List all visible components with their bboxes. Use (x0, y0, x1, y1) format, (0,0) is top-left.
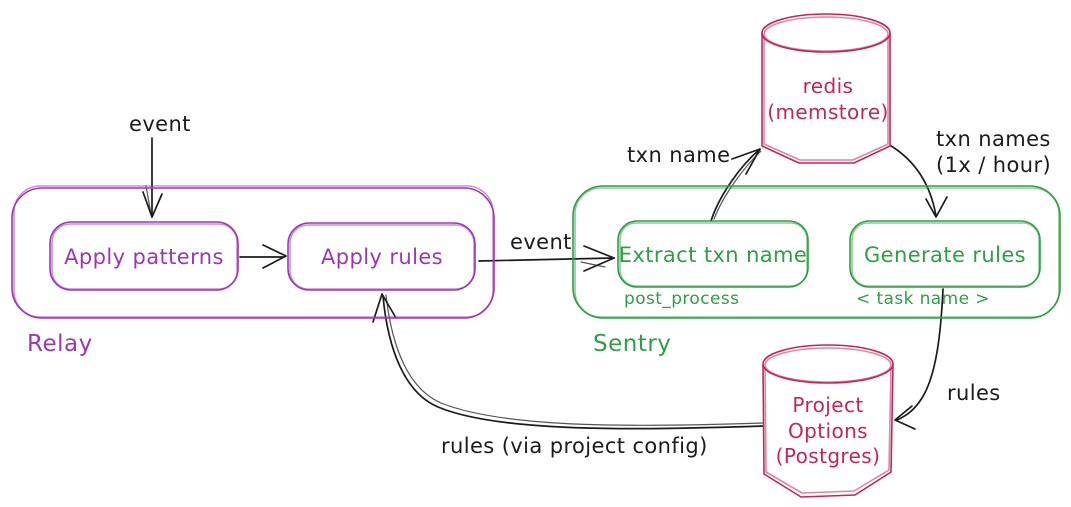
apply-patterns-node (49, 221, 239, 291)
apply-patterns-label: Apply patterns (64, 245, 224, 269)
sentry-container-sketch (574, 187, 1060, 318)
extract-txn-name-node (617, 220, 809, 288)
rules-via-label: rules (via project config) (441, 434, 708, 458)
task-name-caption: < task name > (856, 289, 990, 309)
event-in-arrow (142, 137, 163, 218)
txn-name-label: txn name (627, 143, 730, 167)
extract-txn-name-node-sketch (619, 222, 808, 287)
generate-rules-label: Generate rules (864, 243, 1026, 267)
apply-rules-node (287, 222, 476, 291)
post-process-caption: post_process (624, 289, 739, 309)
redis-cylinder-body-sketch (763, 35, 889, 161)
generate-to-postgres-arrow (894, 288, 944, 430)
event-mid-label: event (510, 230, 572, 254)
generate-rules-node-sketch (851, 222, 1040, 287)
project-options-cylinder: Project Options (Postgres) (762, 344, 894, 498)
relay-container (11, 187, 495, 319)
redis-cylinder: redis (memstore) (761, 13, 891, 164)
edge-labels: event event txn name txn names (1x / hou… (129, 112, 1051, 458)
redis-cylinder-top-sketch (763, 16, 889, 52)
apply-rules-node-sketch (289, 224, 475, 290)
txn-names-label: txn names (936, 127, 1051, 151)
sentry-group: Extract txn name Generate rules post_pro… (572, 185, 1061, 357)
relay-group-label: Relay (27, 331, 93, 357)
extract-txn-name-label: Extract txn name (619, 243, 808, 267)
apply-rules-label: Apply rules (321, 245, 443, 269)
apply-patterns-node-sketch (51, 223, 238, 290)
project-options-line3: (Postgres) (776, 444, 881, 468)
postgres-to-relay-arrow (372, 293, 765, 430)
relay-container-sketch (13, 185, 494, 318)
edges-layer (142, 137, 948, 430)
sentry-group-label: Sentry (593, 331, 671, 357)
relay-to-sentry-arrow (478, 245, 615, 272)
txn-names-rate-label: (1x / hour) (936, 153, 1051, 177)
project-options-line2: Options (788, 419, 868, 443)
generate-rules-node (849, 220, 1041, 288)
event-in-label: event (129, 112, 191, 136)
redis-to-generate-arrow (887, 143, 948, 218)
redis-name: redis (803, 74, 854, 98)
project-options-top-sketch (764, 347, 892, 383)
extract-to-redis-arrow (710, 148, 762, 222)
patterns-to-rules-arrow (239, 244, 287, 269)
project-options-body-sketch (764, 365, 892, 494)
sentry-container (572, 185, 1061, 319)
relay-group: Apply patterns Apply rules Relay (11, 185, 495, 357)
redis-subtitle: (memstore) (767, 100, 888, 124)
rules-label: rules (947, 381, 1001, 405)
project-options-line1: Project (792, 393, 863, 417)
